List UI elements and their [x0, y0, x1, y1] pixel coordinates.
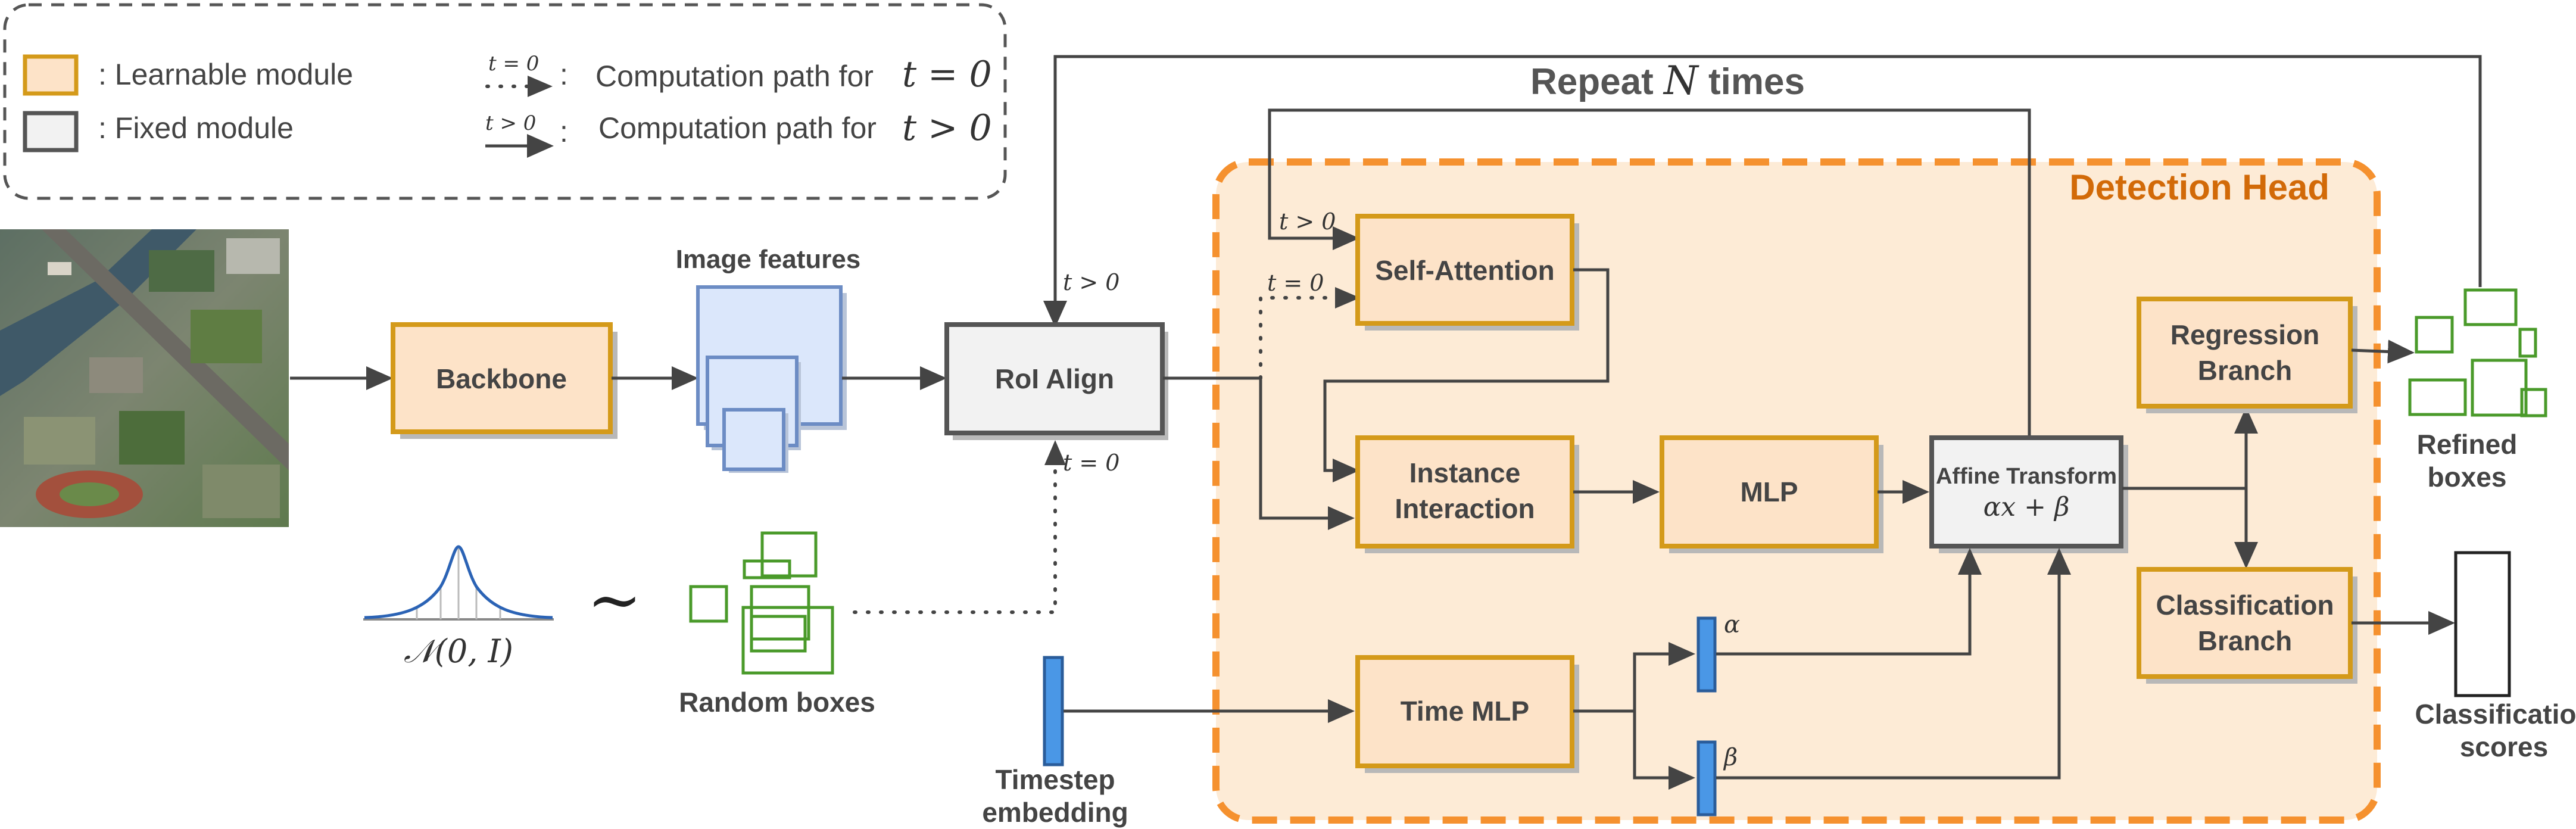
- beta-vector: [1696, 740, 1717, 816]
- time-mlp-label: Time MLP: [1401, 696, 1529, 727]
- legend-fixed-label: : Fixed module: [98, 111, 294, 145]
- outer-loop-line: [1043, 55, 2482, 328]
- regression-branch-module: Regression Branch: [2137, 297, 2357, 413]
- timemlp-to-beta-arrow: [1633, 711, 1695, 790]
- timestep-label-2: embedding: [982, 797, 1128, 828]
- roi-align-module: RoI Align: [944, 322, 1168, 440]
- alpha-to-affine-arrow: [1716, 548, 1982, 656]
- refined-boxes: [2408, 288, 2547, 417]
- classification-label-1: Classification: [2156, 590, 2334, 621]
- sa-t-gt0-label: t > 0: [1279, 208, 1336, 235]
- gaussian-curve: [363, 545, 554, 621]
- repeat-text: Repeat N times: [1530, 58, 1805, 104]
- refined-label-2: boxes: [2428, 462, 2507, 493]
- legend-fixed-swatch: [23, 111, 79, 152]
- random-boxes: [689, 531, 834, 675]
- timemlp-to-alpha-arrow: [1573, 642, 1695, 713]
- alpha-label: α: [1724, 611, 1740, 638]
- legend-learnable-label: : Learnable module: [98, 58, 353, 91]
- backbone-label: Backbone: [436, 363, 567, 394]
- instance-interaction-module: Instance Interaction: [1355, 435, 1579, 553]
- legend-tgt0-symbol: t > 0: [485, 111, 536, 135]
- legend: : Learnable module : Fixed module t = 0 …: [3, 3, 1007, 200]
- image-features: Image features: [676, 245, 861, 473]
- random-boxes-to-roi-dotted: [853, 440, 1066, 614]
- roi-t-eq0-label: t = 0: [1063, 450, 1119, 476]
- legend-tgt0-math: t > 0: [902, 107, 992, 149]
- instance-label-2: Interaction: [1395, 493, 1535, 524]
- cls-scores-label-2: scores: [2460, 731, 2548, 762]
- input-aerial-image: [0, 229, 289, 527]
- mlp-label: MLP: [1740, 476, 1798, 507]
- tilde-symbol: ∼: [587, 562, 642, 638]
- random-boxes-label: Random boxes: [679, 687, 875, 718]
- affine-title: Affine Transform: [1936, 464, 2117, 489]
- regression-to-boxes-arrow: [2351, 339, 2415, 364]
- classification-branch-module: Classification Branch: [2137, 567, 2357, 684]
- timestep-label-1: Timestep: [995, 764, 1115, 795]
- timestep-embedding: [1043, 656, 1064, 766]
- beta-to-affine-arrow: [1716, 548, 2071, 780]
- self-attention-module: Self-Attention: [1355, 214, 1579, 331]
- alpha-vector: [1696, 616, 1717, 693]
- t0-to-self-attention-dotted: [1259, 287, 1360, 380]
- mlp-module: MLP: [1660, 435, 1883, 553]
- backbone-module: Backbone: [391, 322, 618, 439]
- affine-transform-module: Affine Transform αx + β: [1929, 435, 2128, 553]
- legend-t0-math: t = 0: [902, 54, 992, 95]
- sa-t-eq0-label: t = 0: [1267, 270, 1324, 296]
- time-mlp-module: Time MLP: [1355, 655, 1579, 773]
- affine-formula: αx + β: [1984, 492, 2070, 522]
- classification-scores-vector: [2454, 551, 2511, 697]
- legend-tgt0-colon: :: [560, 115, 568, 148]
- legend-t0-colon: :: [560, 58, 568, 91]
- image-features-label: Image features: [676, 245, 861, 274]
- inner-loop-line: [1268, 108, 2031, 438]
- beta-label: β: [1723, 744, 1738, 771]
- legend-tgt0-text: Computation path for: [598, 111, 877, 145]
- instance-label-1: Instance: [1409, 457, 1521, 488]
- sa-to-instance-arrow: [1323, 268, 1610, 482]
- roi-align-label: RoI Align: [995, 363, 1114, 394]
- roi-t-gt0-label: t > 0: [1063, 269, 1119, 295]
- refined-label-1: Refined: [2417, 429, 2518, 460]
- regression-label-2: Branch: [2198, 355, 2292, 386]
- legend-t0-text: Computation path for: [595, 60, 874, 93]
- self-attention-label: Self-Attention: [1375, 255, 1555, 286]
- legend-learnable-swatch: [23, 54, 79, 96]
- legend-t0-symbol: t = 0: [488, 52, 539, 76]
- cls-scores-label-1: Classification: [2415, 699, 2576, 730]
- regression-label-1: Regression: [2170, 319, 2320, 350]
- normal-distribution-label: 𝒩(0, I): [404, 632, 513, 670]
- repeat-loop: Repeat N times: [1043, 55, 2482, 438]
- classification-label-2: Branch: [2198, 625, 2292, 656]
- detection-head-title: Detection Head: [2069, 167, 2329, 207]
- legend-frame: [3, 3, 1007, 200]
- roi-to-instance-arrow: [1163, 376, 1355, 530]
